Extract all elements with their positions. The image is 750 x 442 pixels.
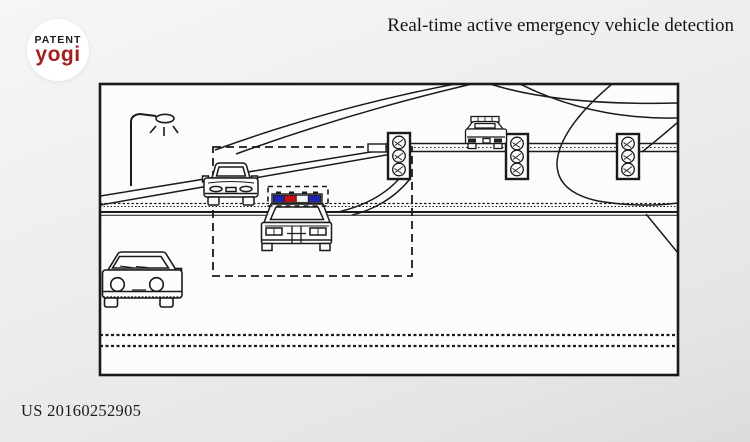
lightbar-bounding-box bbox=[267, 185, 329, 207]
lightbar-segment-blue-right bbox=[307, 194, 322, 203]
detection-bounding-box bbox=[212, 146, 413, 277]
logo-text-patent: PATENT bbox=[34, 33, 82, 46]
street-lamp bbox=[130, 112, 179, 186]
patent-number: US 20160252905 bbox=[21, 401, 142, 420]
sedan-foreground bbox=[101, 251, 183, 308]
lightbar-segment-blue-left bbox=[272, 194, 285, 203]
lightbar-segment-red bbox=[283, 194, 297, 203]
emergency-lightbar bbox=[271, 191, 323, 205]
lightbar-segment-white bbox=[295, 194, 309, 203]
patentyogi-logo: PATENT yogi bbox=[27, 19, 89, 81]
traffic-light-2 bbox=[504, 132, 530, 181]
traffic-light-1 bbox=[386, 131, 412, 181]
drawing-frame bbox=[100, 84, 678, 375]
drawing-frame-border bbox=[98, 82, 680, 377]
logo-text-yogi: yogi bbox=[35, 43, 81, 67]
highway-perspective-lines bbox=[101, 85, 677, 253]
page-title: Real-time active emergency vehicle detec… bbox=[387, 15, 734, 36]
lane-markings bbox=[101, 333, 677, 348]
lamp-head-icon bbox=[155, 113, 175, 124]
distant-police-car bbox=[464, 115, 508, 150]
police-car-with-lightbar bbox=[260, 191, 333, 252]
road-edge-lines bbox=[101, 202, 677, 216]
traffic-light-3 bbox=[615, 132, 641, 181]
sedan-upper bbox=[201, 162, 259, 206]
